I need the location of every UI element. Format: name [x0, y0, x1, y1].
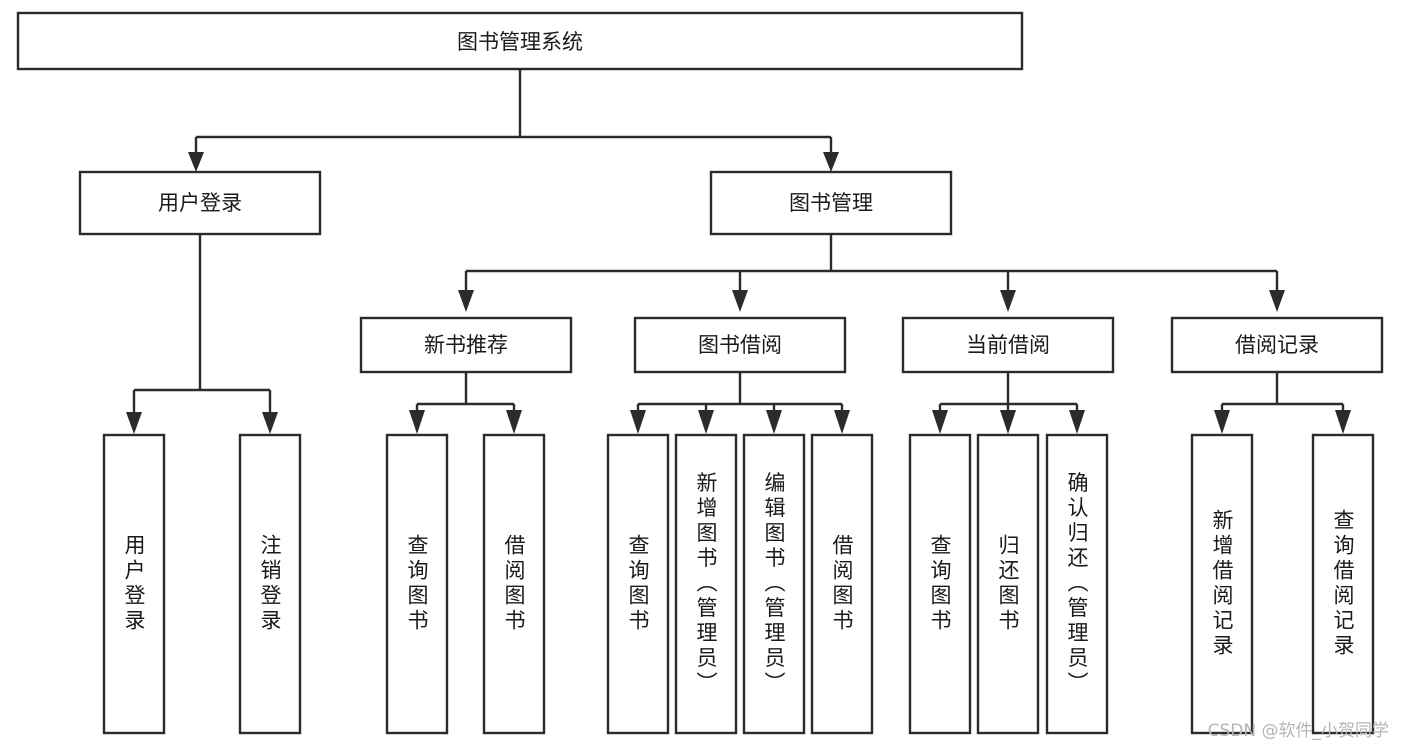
node-new-book-recommend-box[interactable]	[359, 316, 573, 374]
node-leaf-query-book-1-label: 查询图书	[405, 534, 429, 634]
arrow-head-book-borrow	[732, 290, 748, 312]
arrow-head-leaf-query-record	[1335, 410, 1351, 434]
arrow-head-leaf-add-book	[698, 410, 714, 434]
node-book-borrow-box[interactable]	[633, 316, 847, 374]
node-leaf-query-book-3-box[interactable]	[908, 433, 972, 735]
node-leaf-user-login[interactable]: 用户登录	[102, 433, 166, 735]
node-borrow-record-label: 借阅记录	[1235, 333, 1319, 357]
node-leaf-edit-book-label: 编辑图书（管理员）	[762, 472, 786, 697]
node-leaf-add-book[interactable]: 新增图书（管理员）	[674, 433, 738, 735]
node-user-login-box[interactable]	[78, 170, 322, 236]
csdn-watermark: CSDN @软件_小贺同学	[1207, 721, 1389, 741]
arrow-head-leaf-return-book	[1000, 410, 1016, 434]
connector-group-user-login	[126, 234, 278, 434]
node-root[interactable]: 图书管理系统	[16, 11, 1024, 71]
node-borrow-record-box[interactable]	[1170, 316, 1384, 374]
node-leaf-return-book-label: 归还图书	[996, 534, 1020, 634]
node-leaf-query-record-box[interactable]	[1311, 433, 1375, 735]
node-new-book-recommend[interactable]: 新书推荐	[359, 316, 573, 374]
node-leaf-add-book-box[interactable]	[674, 433, 738, 735]
node-leaf-add-book-label: 新增图书（管理员）	[694, 472, 718, 697]
arrow-head-leaf-query-book-2	[630, 410, 646, 434]
node-leaf-query-book-2-label: 查询图书	[626, 534, 650, 634]
node-leaf-user-login-box[interactable]	[102, 433, 166, 735]
arrow-head-book-management	[823, 152, 839, 172]
node-leaf-confirm-return-box[interactable]	[1045, 433, 1109, 735]
node-leaf-query-book-3-label: 查询图书	[928, 534, 952, 634]
arrow-head-leaf-user-login	[126, 412, 142, 434]
node-leaf-query-book-2-box[interactable]	[606, 433, 670, 735]
arrow-head-leaf-query-book-1	[409, 410, 425, 434]
node-leaf-borrow-book-2[interactable]: 借阅图书	[810, 433, 874, 735]
node-current-borrow[interactable]: 当前借阅	[901, 316, 1115, 374]
connector-group-book-management	[458, 234, 1285, 312]
node-leaf-borrow-book-2-box[interactable]	[810, 433, 874, 735]
node-leaf-confirm-return[interactable]: 确认归还（管理员）	[1045, 433, 1109, 735]
node-leaf-confirm-return-label: 确认归还（管理员）	[1065, 472, 1089, 697]
connector-group-book-borrow	[630, 372, 850, 434]
node-leaf-user-login-label: 用户登录	[122, 534, 146, 634]
arrow-head-leaf-borrow-book-1	[506, 410, 522, 434]
connector-group-current-borrow	[932, 372, 1085, 434]
connector-group-borrow-record	[1214, 372, 1351, 434]
arrow-head-leaf-logout-login	[262, 412, 278, 434]
node-leaf-return-book-box[interactable]	[976, 433, 1040, 735]
node-leaf-borrow-book-1[interactable]: 借阅图书	[482, 433, 546, 735]
arrow-head-leaf-confirm-return	[1069, 410, 1085, 434]
node-leaf-query-book-1[interactable]: 查询图书	[385, 433, 449, 735]
node-leaf-borrow-book-2-label: 借阅图书	[830, 534, 854, 634]
node-leaf-add-record-label: 新增借阅记录	[1210, 509, 1234, 659]
node-leaf-logout-login[interactable]: 注销登录	[238, 433, 302, 735]
arrow-head-current-borrow	[1000, 290, 1016, 312]
node-book-management-label: 图书管理	[789, 191, 873, 215]
node-new-book-recommend-label: 新书推荐	[424, 333, 508, 357]
node-leaf-query-book-1-box[interactable]	[385, 433, 449, 735]
node-book-management[interactable]: 图书管理	[709, 170, 953, 236]
node-leaf-logout-login-box[interactable]	[238, 433, 302, 735]
node-leaf-query-book-2[interactable]: 查询图书	[606, 433, 670, 735]
node-borrow-record[interactable]: 借阅记录	[1170, 316, 1384, 374]
arrow-head-leaf-query-book-3	[932, 410, 948, 434]
arrow-head-user-login	[188, 152, 204, 172]
arrow-head-leaf-borrow-book-2	[834, 410, 850, 434]
node-root-label: 图书管理系统	[457, 30, 583, 54]
node-leaf-add-record[interactable]: 新增借阅记录	[1190, 433, 1254, 735]
node-user-login-label: 用户登录	[158, 191, 242, 215]
node-leaf-edit-book-box[interactable]	[742, 433, 806, 735]
arrow-head-borrow-record	[1269, 290, 1285, 312]
node-leaf-return-book[interactable]: 归还图书	[976, 433, 1040, 735]
node-current-borrow-box[interactable]	[901, 316, 1115, 374]
node-leaf-edit-book[interactable]: 编辑图书（管理员）	[742, 433, 806, 735]
node-leaf-borrow-book-1-label: 借阅图书	[502, 534, 526, 634]
node-leaf-logout-login-label: 注销登录	[258, 534, 282, 634]
node-leaf-query-record[interactable]: 查询借阅记录	[1311, 433, 1375, 735]
arrow-head-leaf-add-record	[1214, 410, 1230, 434]
node-leaf-borrow-book-1-box[interactable]	[482, 433, 546, 735]
arrow-head-leaf-edit-book	[766, 410, 782, 434]
node-book-borrow-label: 图书借阅	[698, 333, 782, 357]
connector-group-new-book-recommend	[409, 372, 522, 434]
node-current-borrow-label: 当前借阅	[966, 333, 1050, 357]
connector-group-root	[188, 69, 839, 172]
arrow-head-new-book-recommend	[458, 290, 474, 312]
node-leaf-query-record-label: 查询借阅记录	[1331, 509, 1355, 659]
node-leaf-add-record-box[interactable]	[1190, 433, 1254, 735]
node-leaf-query-book-3[interactable]: 查询图书	[908, 433, 972, 735]
node-book-borrow[interactable]: 图书借阅	[633, 316, 847, 374]
node-book-management-box[interactable]	[709, 170, 953, 236]
node-root-box[interactable]	[16, 11, 1024, 71]
node-user-login[interactable]: 用户登录	[78, 170, 322, 236]
